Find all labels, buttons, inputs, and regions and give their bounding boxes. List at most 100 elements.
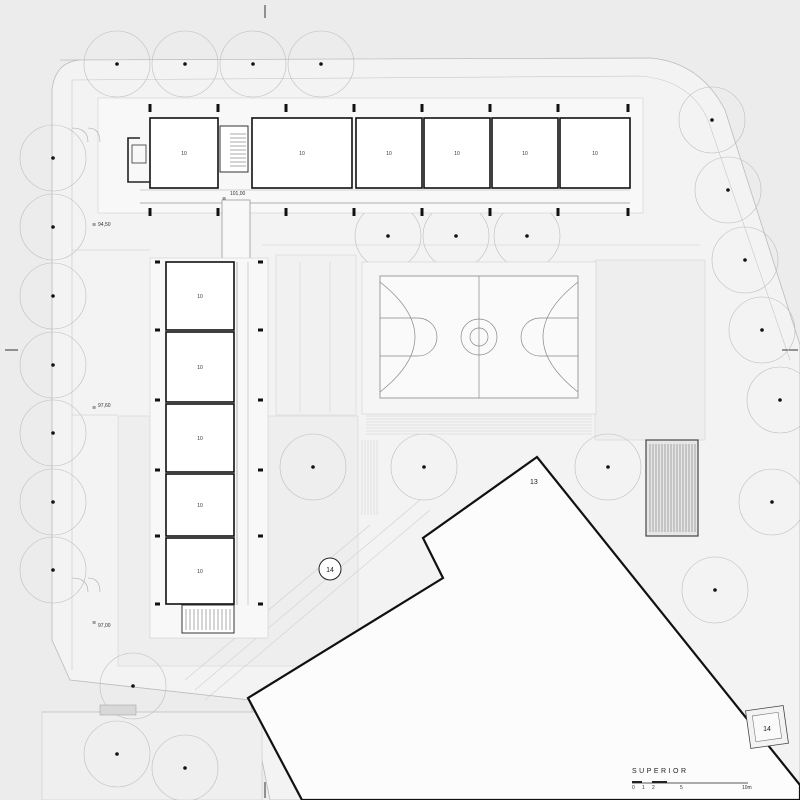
classroom-west [165, 261, 235, 331]
room-number: 10 [197, 365, 203, 371]
tree-trunk [183, 766, 187, 770]
stair-steps [185, 609, 231, 630]
column [216, 208, 220, 216]
north-stair [219, 125, 249, 173]
column [352, 208, 356, 216]
tree-canopy [19, 399, 87, 467]
column [148, 208, 152, 216]
tree-canopy [728, 296, 796, 364]
tree-trunk [760, 328, 764, 332]
ramp-line-3 [184, 524, 371, 681]
tree-trunk [422, 465, 426, 469]
column [420, 208, 424, 216]
tree-canopy [711, 226, 779, 294]
canopy-slats [649, 444, 696, 532]
tree-trunk [51, 225, 55, 229]
courtyard-steps [361, 440, 378, 515]
column [284, 104, 288, 112]
pavilion: 14 [745, 705, 789, 749]
scale-tick-1: 1 [642, 785, 645, 791]
nw-service-room [127, 137, 150, 183]
tree-trunk [778, 398, 782, 402]
scale-title: SUPERIOR [632, 768, 689, 775]
hall-number: 13 [530, 479, 538, 486]
level-marks: ≋ 94,50 ≋ 97,60 ≋ 97,00 [92, 222, 111, 629]
ramp-line-1 [204, 509, 431, 701]
tree-canopy [151, 30, 219, 98]
room-number: 10 [181, 151, 187, 157]
scale-bar: SUPERIOR 0 1 2 5 10m [632, 768, 752, 791]
classroom-north [423, 117, 491, 189]
tree-trunk [386, 234, 390, 238]
room-number: 10 [197, 436, 203, 442]
canopy-outline [645, 439, 699, 537]
connector [221, 199, 251, 265]
column [155, 602, 160, 606]
tree-trunk [713, 588, 717, 592]
pavilion-inner [751, 711, 783, 743]
court-arc-right [542, 281, 579, 393]
east-canopy [645, 439, 699, 537]
tree-canopy [19, 331, 87, 399]
tree-canopy [99, 652, 167, 720]
tree-canopy [19, 193, 87, 261]
level-nw-marker: ≋ [92, 222, 96, 228]
level-main-marker: ≋ [222, 196, 226, 202]
tree-canopy [151, 734, 219, 800]
scale-tick-3: 5 [680, 785, 683, 791]
level-mid: 97,60 [98, 403, 111, 409]
column [258, 602, 263, 606]
tree-canopy [681, 556, 749, 624]
tree-canopy [19, 124, 87, 192]
tree-trunk [51, 431, 55, 435]
column [258, 328, 263, 332]
classroom-west [165, 331, 235, 403]
classroom-north [251, 117, 353, 189]
tree-trunk [606, 465, 610, 469]
court-key-right [520, 317, 578, 357]
plaza-number: 14 [326, 567, 334, 574]
tree-canopy [738, 468, 800, 536]
ramp-line-2 [194, 499, 421, 691]
plaza-marker: 14 [318, 557, 342, 581]
tree-trunk [743, 258, 747, 262]
column [148, 104, 152, 112]
tree-trunk [726, 188, 730, 192]
column [284, 208, 288, 216]
room-number: 10 [197, 503, 203, 509]
column [216, 104, 220, 112]
column [626, 104, 630, 112]
tree-trunk [454, 234, 458, 238]
nw-service-wall [127, 137, 150, 183]
tree-trunk [183, 62, 187, 66]
perimeter-walk [71, 75, 791, 361]
tree-trunk [319, 62, 323, 66]
tree-canopy [19, 536, 87, 604]
tree-trunk [51, 500, 55, 504]
level-sw-marker: ≋ [92, 620, 96, 626]
column [352, 104, 356, 112]
classroom-north [559, 117, 631, 189]
column [258, 398, 263, 402]
classroom-west [165, 473, 235, 537]
column [155, 328, 160, 332]
east-yard [594, 259, 706, 441]
tree-trunk [51, 363, 55, 367]
south-stair [181, 604, 235, 634]
tree-canopy [678, 86, 746, 154]
court-center-circle [460, 318, 498, 356]
classroom-north [355, 117, 423, 189]
door-arc-nw [71, 127, 101, 143]
tree-canopy [19, 262, 87, 330]
sw-gate [99, 704, 137, 716]
column [155, 468, 160, 472]
tree-canopy [746, 366, 800, 434]
north-columns [148, 104, 630, 216]
classroom-west [165, 403, 235, 473]
tree-trunk [710, 118, 714, 122]
column [626, 208, 630, 216]
